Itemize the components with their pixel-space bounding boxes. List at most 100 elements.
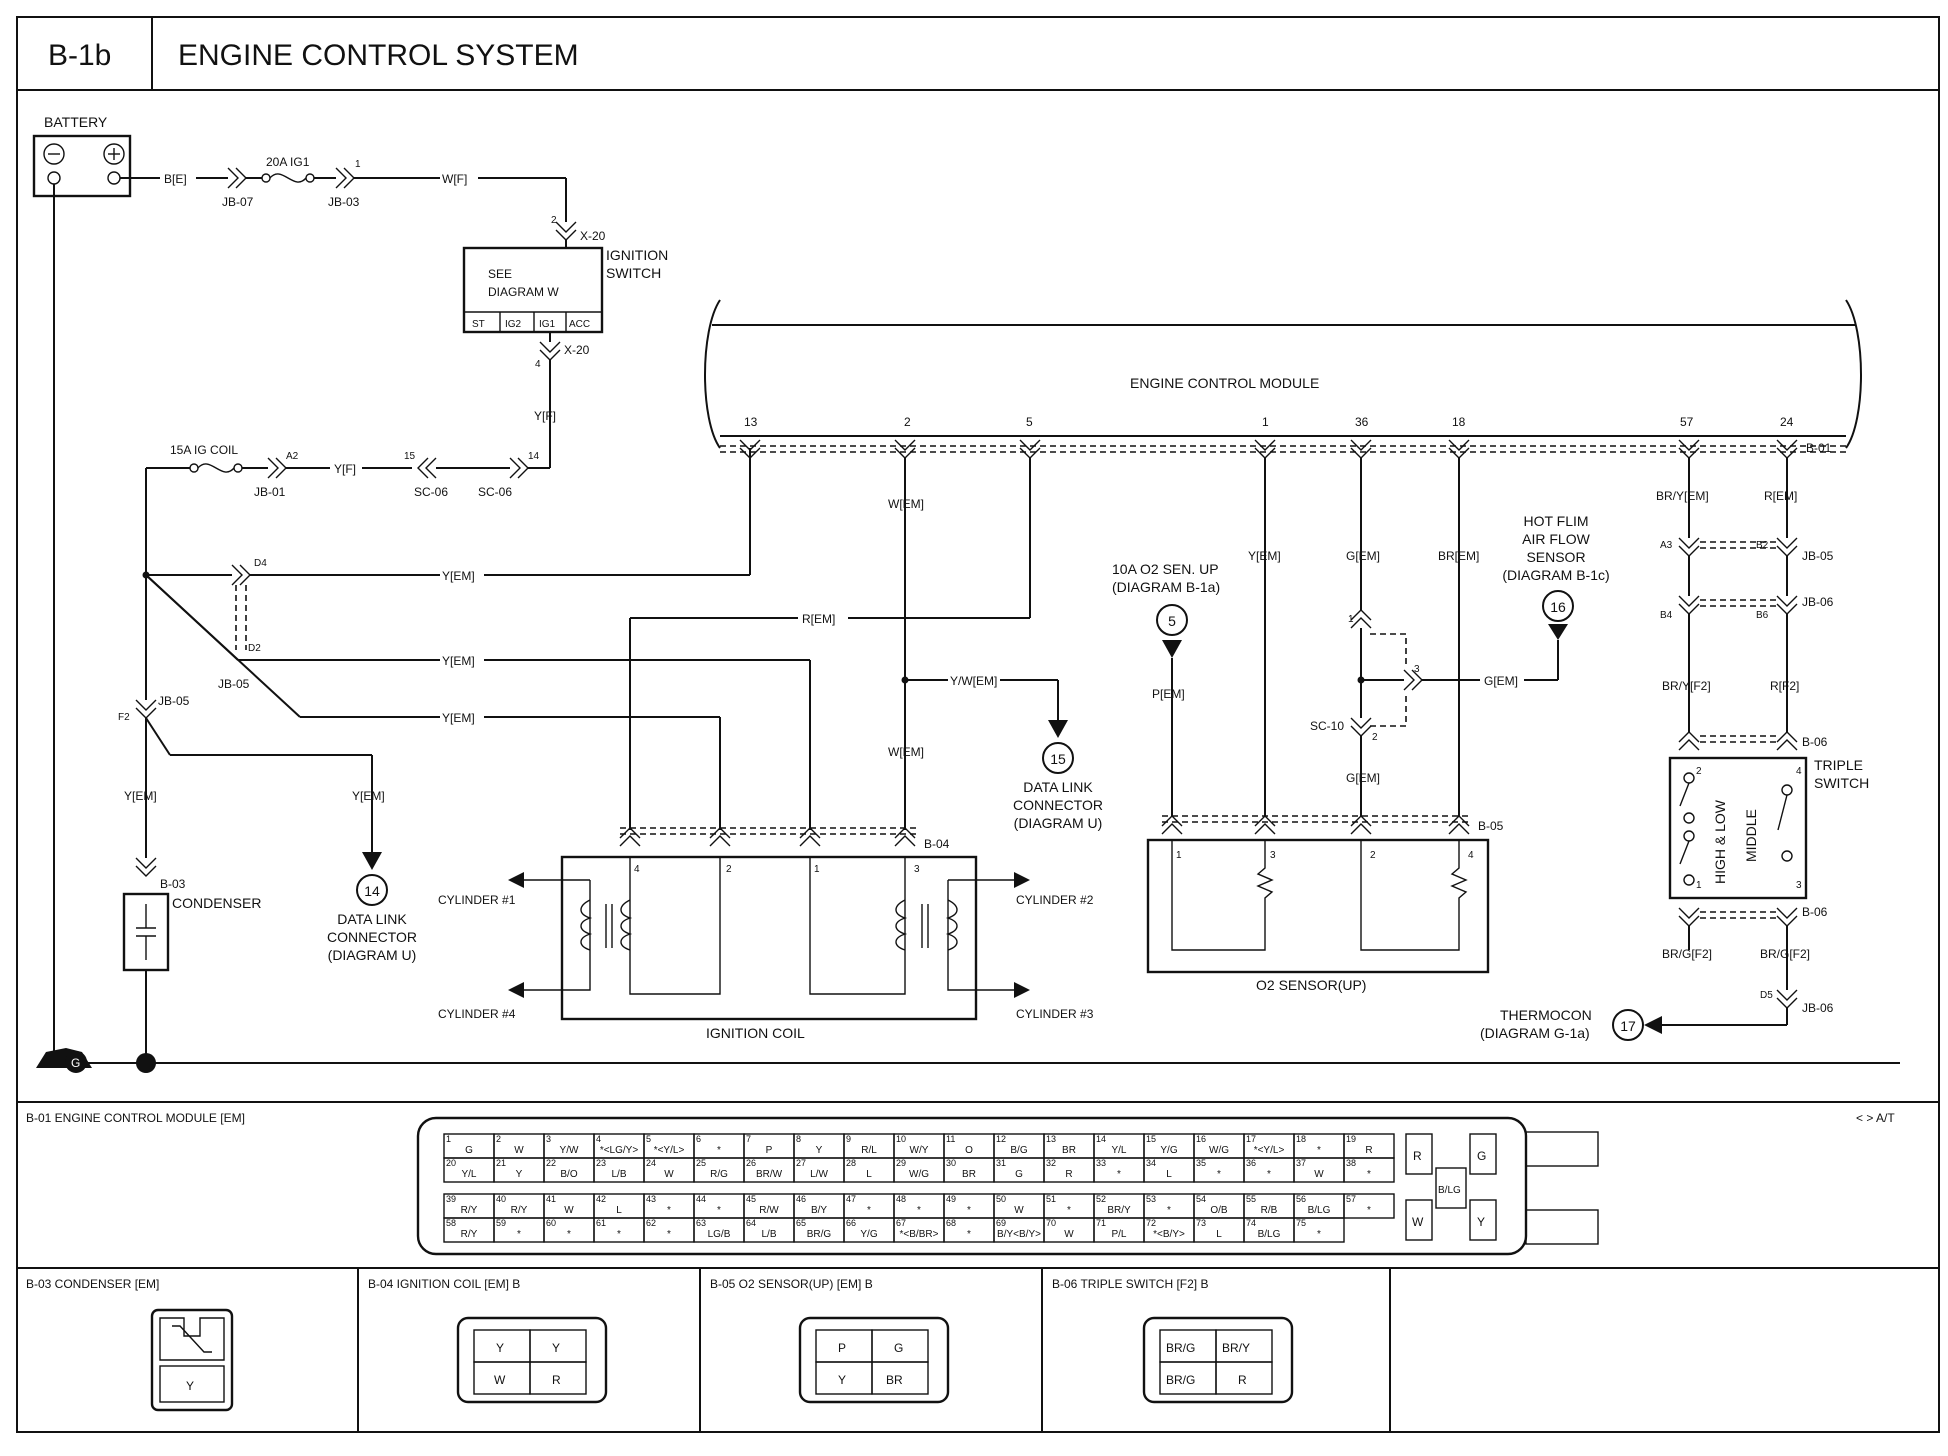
svg-text:P: P [838, 1341, 846, 1355]
o2-heater-icon [1450, 840, 1468, 910]
ecm-pin-number: 10 [896, 1134, 906, 1144]
jb07-label: JB-07 [222, 195, 254, 209]
ecm-pin-wire-color: R/W [759, 1205, 779, 1216]
outer-frame [16, 16, 1940, 1433]
ground-junction-icon [136, 1053, 156, 1073]
svg-text:CYLINDER #1: CYLINDER #1 [438, 893, 516, 907]
ecm-pin-wire-color: G [465, 1145, 473, 1156]
svg-text:SEE: SEE [488, 267, 512, 281]
svg-text:X-20: X-20 [580, 229, 606, 243]
svg-text:R[EM]: R[EM] [1764, 489, 1797, 503]
fuse-15a-icon [197, 463, 235, 473]
ecm-pin-wire-color: Y/W [560, 1145, 579, 1156]
ecm-pin-number: 72 [1146, 1218, 1156, 1228]
svg-text:CYLINDER #2: CYLINDER #2 [1016, 893, 1094, 907]
diagram-code: B-1b [48, 39, 111, 72]
ecm-pin-number: 67 [896, 1218, 906, 1228]
ecm-pin-wire-color: * [1317, 1145, 1321, 1156]
svg-text:CYLINDER #3: CYLINDER #3 [1016, 1007, 1094, 1021]
x20-bottom-connector-icon [539, 341, 561, 361]
ecm-pin-wire-color: BR [962, 1169, 976, 1180]
ecm-pin-number: 48 [896, 1194, 906, 1204]
ecm-pin-wire-color: * [1217, 1169, 1221, 1180]
ecm-pin-number: 63 [696, 1218, 706, 1228]
ecm-pin-wire-color: BR/W [756, 1169, 783, 1180]
svg-text:DATA LINK: DATA LINK [337, 911, 407, 927]
ecm-pin-wire-color: R [1365, 1145, 1372, 1156]
ecm-pin-number: 25 [696, 1158, 706, 1168]
ecm-pin-number: 36 [1246, 1158, 1256, 1168]
ecm-pin-wire-color: W [1314, 1169, 1324, 1180]
svg-text:1: 1 [1176, 850, 1182, 861]
ecm-pin-wire-color: Y/L [1111, 1145, 1126, 1156]
ecm-pin-wire-color: *<LG/Y> [600, 1145, 639, 1156]
ecm-pin-number: 56 [1296, 1194, 1306, 1204]
ecm-pin-wire-color: R/Y [461, 1205, 478, 1216]
o2-resistor-icon [1256, 840, 1274, 905]
svg-text:G: G [894, 1341, 903, 1355]
svg-text:3: 3 [1796, 880, 1802, 891]
ecm-pin-number: 59 [496, 1218, 506, 1228]
ecm-pin-number: 16 [1196, 1134, 1206, 1144]
ignition-switch-label: IGNITION [606, 247, 668, 263]
ecm-pin-number: 3 [546, 1134, 551, 1144]
ecm-pin-wire-color: * [1067, 1205, 1071, 1216]
svg-text:B6: B6 [1756, 610, 1769, 621]
svg-text:1: 1 [814, 864, 820, 875]
fuse-20a-label: 20A IG1 [266, 155, 310, 169]
svg-text:SWITCH: SWITCH [606, 265, 661, 281]
ecm-pin-wire-color: W/G [909, 1169, 929, 1180]
ecm-pin-wire-color: * [517, 1229, 521, 1240]
condenser-label: CONDENSER [172, 895, 261, 911]
ecm-pin-number: 46 [796, 1194, 806, 1204]
svg-text:HIGH & LOW: HIGH & LOW [1712, 799, 1728, 884]
ecm-pin-number: 17 [1246, 1134, 1256, 1144]
svg-text:CONNECTOR: CONNECTOR [1013, 797, 1103, 813]
svg-text:36: 36 [1355, 415, 1369, 429]
svg-text:G[EM]: G[EM] [1484, 674, 1518, 688]
ecm-pin-wire-color: W/Y [910, 1145, 929, 1156]
battery-box [32, 134, 132, 198]
ecm-pin-number: 21 [496, 1158, 506, 1168]
ecm-pin-number: 52 [1096, 1194, 1106, 1204]
ref14-circle [356, 874, 388, 906]
ecm-pin-wire-color: G [1015, 1169, 1023, 1180]
ecm-pin-number: 60 [546, 1218, 556, 1228]
svg-text:13: 13 [744, 415, 758, 429]
svg-text:15: 15 [1050, 751, 1066, 767]
svg-text:Y: Y [552, 1341, 560, 1355]
svg-text:3: 3 [914, 864, 920, 875]
ecm-pin-wire-color: W [1014, 1205, 1024, 1216]
ecm-pin-number: 6 [696, 1134, 701, 1144]
ecm-pin-number: 64 [746, 1218, 756, 1228]
svg-text:IG2: IG2 [505, 319, 522, 330]
o2-connectors [1161, 815, 1470, 835]
svg-text:R: R [1413, 1149, 1422, 1163]
svg-text:Y[EM]: Y[EM] [124, 789, 157, 803]
ecm-pin-number: 12 [996, 1134, 1006, 1144]
svg-text:R[F2]: R[F2] [1770, 679, 1799, 693]
ecm-pin-wire-color: B/Y<B/Y> [997, 1229, 1041, 1240]
ecm-pin-number: 42 [596, 1194, 606, 1204]
ref16-circle [1542, 590, 1574, 622]
svg-text:18: 18 [1452, 415, 1466, 429]
fuse-15a-label: 15A IG COIL [170, 443, 238, 457]
ecm-pin-number: 20 [446, 1158, 456, 1168]
svg-text:Y[EM]: Y[EM] [352, 789, 385, 803]
ecm-pin-wire-color: R [1065, 1169, 1072, 1180]
ref17-circle [1612, 1009, 1644, 1041]
ecm-pin-number: 27 [796, 1158, 806, 1168]
ecm-pin-wire-color: B/LG [1258, 1229, 1281, 1240]
svg-text:2: 2 [904, 415, 911, 429]
ecm-pin-wire-color: * [717, 1145, 721, 1156]
svg-text:HOT FLIM: HOT FLIM [1523, 513, 1588, 529]
svg-text:SC-06: SC-06 [414, 485, 448, 499]
svg-text:R: R [552, 1373, 561, 1387]
ecm-pin-wire-color: W/G [1209, 1145, 1229, 1156]
svg-text:17: 17 [1620, 1018, 1636, 1034]
ecm-pin-number: 55 [1246, 1194, 1256, 1204]
jb03-label: JB-03 [328, 195, 360, 209]
svg-text:P[EM]: P[EM] [1152, 687, 1185, 701]
svg-text:D2: D2 [248, 643, 261, 654]
